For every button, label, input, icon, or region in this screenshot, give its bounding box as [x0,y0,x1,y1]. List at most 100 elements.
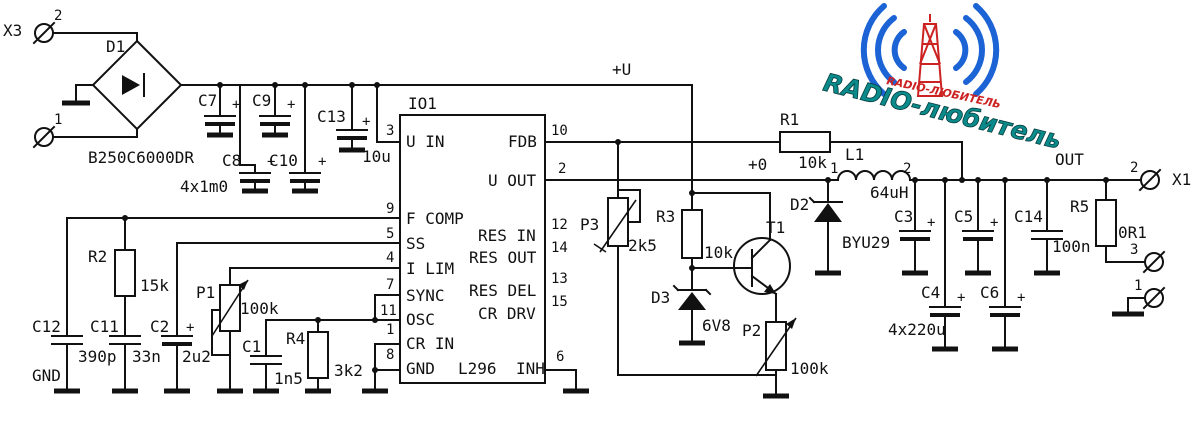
ic-pin-num: 10 [551,123,568,139]
svg-text:+: + [186,320,194,336]
out-label: OUT [1055,150,1084,169]
x3-pin2-label: 2 [54,8,62,24]
ic-pin-name: CR DRV [478,304,536,323]
l1-pin1: 1 [830,161,838,177]
radio-waves-icon [860,3,1000,97]
ic-body [399,114,546,384]
c12-value: 390p [78,347,117,366]
c14-label: C14 [1014,207,1043,226]
connector-x3: X3 2 1 [3,8,138,149]
ic-pin-name: RES DEL [469,281,536,300]
radio-lyubitel-logo: RADIO-ЛЮБИТЕЛЬ RADIO-любитель [820,3,1065,155]
x1-pin1: 1 [1134,278,1142,294]
gnd-label: GND [32,366,61,385]
ic-pin-name: F COMP [406,209,464,228]
input-capacitor-bank: C7 + C9 + C8 + C10 + 4x1m0 C1 [180,82,401,196]
left-compensation-network: C12 GND 390p R2 15k C11 33n C2 + 2u2 P1 [32,215,401,394]
x1-pin2: 2 [1130,160,1138,176]
ic-pin-num: 1 [386,322,394,338]
svg-text:+: + [990,215,998,231]
r1-value: 10k [798,153,827,172]
r1-label: R1 [780,110,799,129]
ic-pin-num: 5 [386,226,394,242]
d3-label: D3 [651,288,670,307]
c3-label: C3 [894,207,913,226]
ic-pin-num: 12 [551,217,568,233]
p1-label: P1 [196,283,215,302]
ic-pin-num: 4 [386,250,394,266]
svg-text:+: + [1017,290,1025,306]
c7-label: C7 [198,91,217,110]
r4-value: 3k2 [334,361,363,380]
r3-label: R3 [656,207,675,226]
svg-text:+: + [318,154,326,170]
c2-label: C2 [150,317,169,336]
d1-part-label: B250C6000DR [88,148,194,167]
t1-transistor [733,237,791,295]
ic-pin-num: 7 [386,277,394,293]
c13-value: 10u [362,147,391,166]
antenna-tower-icon [916,14,944,97]
d3-value: 6V8 [702,316,731,335]
ic-pin-num: 6 [556,349,564,365]
c5-label: C5 [954,207,973,226]
ic-pin-name: INH [516,359,545,378]
l1-label: L1 [845,145,864,164]
ic-pin-name: U OUT [488,171,537,190]
ic-pin-name: I LIM [406,259,454,278]
r4-label: R4 [286,329,305,348]
p2-value: 100k [790,359,829,378]
x1-label: X1 [1172,170,1191,189]
x3-label: X3 [3,21,22,40]
ic-pin-num: 13 [551,271,568,287]
l1-value: 64uH [870,183,909,202]
ic-pin-num: 11 [380,303,397,319]
r2-label: R2 [88,247,107,266]
output-rail-label: +0 [748,155,767,174]
svg-text:+: + [957,290,965,306]
p2-label: P2 [742,321,761,340]
x1-pin3: 3 [1130,242,1138,258]
ic-pin-name: CR IN [406,334,454,353]
ic-pin-name: U IN [406,132,445,151]
c1-value: 1n5 [274,369,303,388]
ic-pin-name: OSC [406,310,435,329]
c12-label: C12 [32,317,61,336]
l1-inductor [836,170,912,182]
c9-label: C9 [252,91,271,110]
svg-text:+: + [267,154,275,170]
c2-value: 2u2 [182,347,211,366]
bridge-rectifier-d1: D1 B250C6000DR [62,37,693,167]
ic-pin-name: FDB [508,132,537,151]
c6-label: C6 [980,283,999,302]
t1-label: T1 [766,218,785,237]
c14-value: 100n [1052,237,1091,256]
c1-label: C1 [242,337,261,356]
d1-label: D1 [106,37,125,56]
x3-pin1-label: 1 [54,112,62,128]
r5-label: R5 [1070,197,1089,216]
c-out-value: 4x220u [888,320,946,339]
c11-value: 33n [132,347,161,366]
ic-pin-name: SYNC [406,286,445,305]
ic-pin-num: 9 [386,201,394,217]
l1-pin2: 2 [903,161,911,177]
ic-pin-num: 15 [551,294,568,310]
ic-part: L296 [458,359,497,378]
svg-text:+: + [362,114,370,130]
x1-terminal-out [1140,170,1160,190]
svg-text:+: + [287,97,295,113]
supply-rail-label: +U [612,60,631,79]
cap-bank-value: 4x1m0 [180,177,228,196]
d2-value: BYU29 [842,233,890,252]
ic-pin-name: GND [406,359,435,378]
svg-text:+: + [232,97,240,113]
p3-label: P3 [580,215,599,234]
ic-pin-name: RES OUT [469,248,537,267]
r5-value: 0R1 [1118,223,1147,242]
ic-pin-num: 8 [386,347,394,363]
ic-l296: IO1 L296 3 U IN 9 F COMP 5 SS 4 I LIM 7 … [380,94,568,384]
c10-label: C10 [269,151,298,170]
p3-value: 2k5 [628,236,657,255]
